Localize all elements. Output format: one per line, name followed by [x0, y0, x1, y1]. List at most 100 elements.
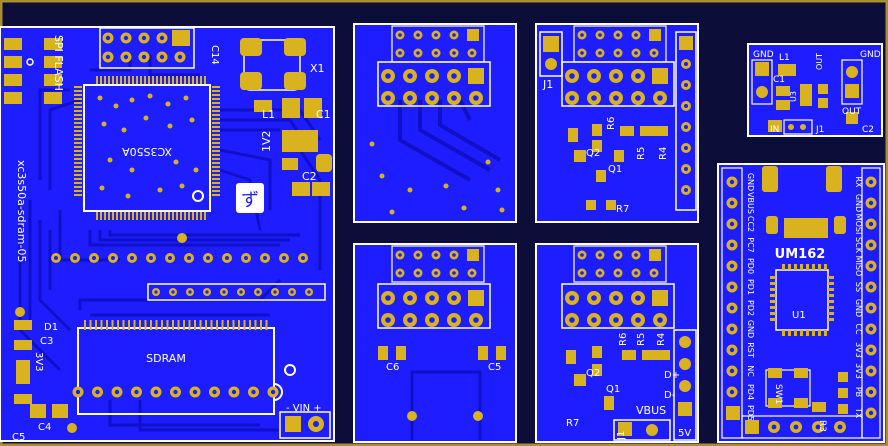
sdram-pin	[183, 320, 185, 330]
um-left-pin-label: GND	[746, 173, 755, 191]
c2-label: C2	[302, 170, 317, 183]
fpga-pin	[96, 76, 98, 84]
spi-flash: SPI FLASH	[4, 35, 65, 104]
fpga-pin	[212, 142, 220, 144]
fpga-pin	[148, 212, 150, 220]
c3-label: C3	[40, 336, 53, 347]
fpga-pin	[212, 94, 220, 96]
fpga-pin	[112, 212, 114, 220]
m4-r6: R6	[618, 333, 629, 346]
c4-label: C4	[38, 422, 51, 433]
fpga-pin	[74, 102, 82, 104]
m2-r7: R7	[616, 204, 629, 215]
fpga-pin	[212, 154, 220, 156]
fpga-pin	[212, 150, 220, 152]
fpga-pin	[164, 212, 166, 220]
fpga-pin	[184, 212, 186, 220]
sdram-pin	[111, 320, 114, 330]
fpga-pin	[74, 126, 82, 128]
fpga-pin	[128, 212, 130, 220]
um-right-pin-label: TX	[854, 407, 863, 419]
sdram-pin	[249, 320, 251, 330]
fpga-pin	[116, 76, 118, 84]
m2-r6: R6	[606, 117, 617, 130]
fpga-pin	[152, 76, 154, 84]
via	[125, 193, 131, 199]
fpga-pin	[204, 212, 206, 220]
reg-u3: U3	[789, 91, 798, 102]
um-right-pin-label: 3V3	[854, 363, 863, 379]
fpga-pin	[180, 76, 182, 84]
via	[179, 183, 185, 189]
fpga-pin	[212, 174, 220, 176]
via	[193, 167, 199, 173]
fpga-pin	[74, 178, 82, 180]
sdram-pin	[260, 320, 262, 330]
fpga-pin	[212, 90, 220, 92]
fpga-pin	[200, 76, 202, 84]
c1-label: C1	[316, 108, 331, 121]
fpga-pin	[168, 76, 170, 84]
fpga-pin	[180, 212, 182, 220]
c14-label: C14	[209, 45, 220, 65]
fpga-pin	[124, 212, 126, 220]
sdram-pin	[188, 320, 191, 330]
fpga-pin	[164, 76, 166, 84]
via	[129, 97, 135, 103]
fpga-pin	[212, 158, 220, 160]
fpga-pin	[100, 76, 102, 84]
fpga-pin	[74, 174, 82, 176]
main-board: XC3S50A SPI FLASH X1	[0, 26, 335, 443]
3v3-label: 3V3	[33, 352, 44, 372]
m4-r4: R4	[656, 333, 667, 346]
reg-c2: C2	[862, 125, 874, 135]
fpga-pin	[128, 76, 130, 84]
um-left-pin-label: VBUS	[746, 192, 755, 214]
svg-text:ず: ず	[241, 190, 259, 211]
fpga-pin	[74, 98, 82, 100]
m2-q1: Q1	[608, 164, 622, 175]
via	[101, 121, 107, 127]
fpga-pin	[74, 150, 82, 152]
fpga-pin	[74, 158, 82, 160]
fpga-pin	[144, 212, 146, 220]
m3-c5: C5	[488, 362, 501, 373]
fpga-pin	[74, 86, 82, 88]
fpga-pin	[212, 186, 220, 188]
fpga-pin	[172, 212, 174, 220]
via	[183, 95, 189, 101]
fpga-pin	[132, 76, 134, 84]
um-left-pin-label: PD4	[746, 384, 755, 400]
fpga-pin	[74, 190, 82, 192]
um-left-pin-label: CC2	[746, 216, 755, 232]
sdram-pin	[95, 320, 97, 330]
fpga-pin	[74, 94, 82, 96]
via	[165, 101, 171, 107]
fpga-pin	[212, 166, 220, 168]
sdram-pin	[100, 320, 103, 330]
fpga-pin	[212, 162, 220, 164]
um-left-pin-label: NC	[746, 365, 755, 377]
um-left-pin-label: RST	[746, 342, 755, 358]
sdram-pin	[194, 320, 196, 330]
um162-title: UM162	[775, 247, 826, 262]
fpga-pin	[212, 126, 220, 128]
fpga-pin	[168, 212, 170, 220]
fpga-pin	[212, 178, 220, 180]
um-right-pin-label: SCK	[854, 237, 863, 254]
um-u1: U1	[792, 310, 806, 321]
m4-5v: 5V	[678, 428, 691, 439]
fpga-pin	[74, 118, 82, 120]
fpga-pin	[184, 76, 186, 84]
sdram-pin	[210, 320, 213, 330]
fpga-pin	[196, 212, 198, 220]
fpga-pin	[74, 154, 82, 156]
fpga-pin	[212, 106, 220, 108]
via	[97, 95, 103, 101]
fpga-pin	[172, 76, 174, 84]
sdram-pin	[232, 320, 235, 330]
m2-q2: Q2	[586, 148, 600, 159]
fpga-pin	[212, 182, 220, 184]
